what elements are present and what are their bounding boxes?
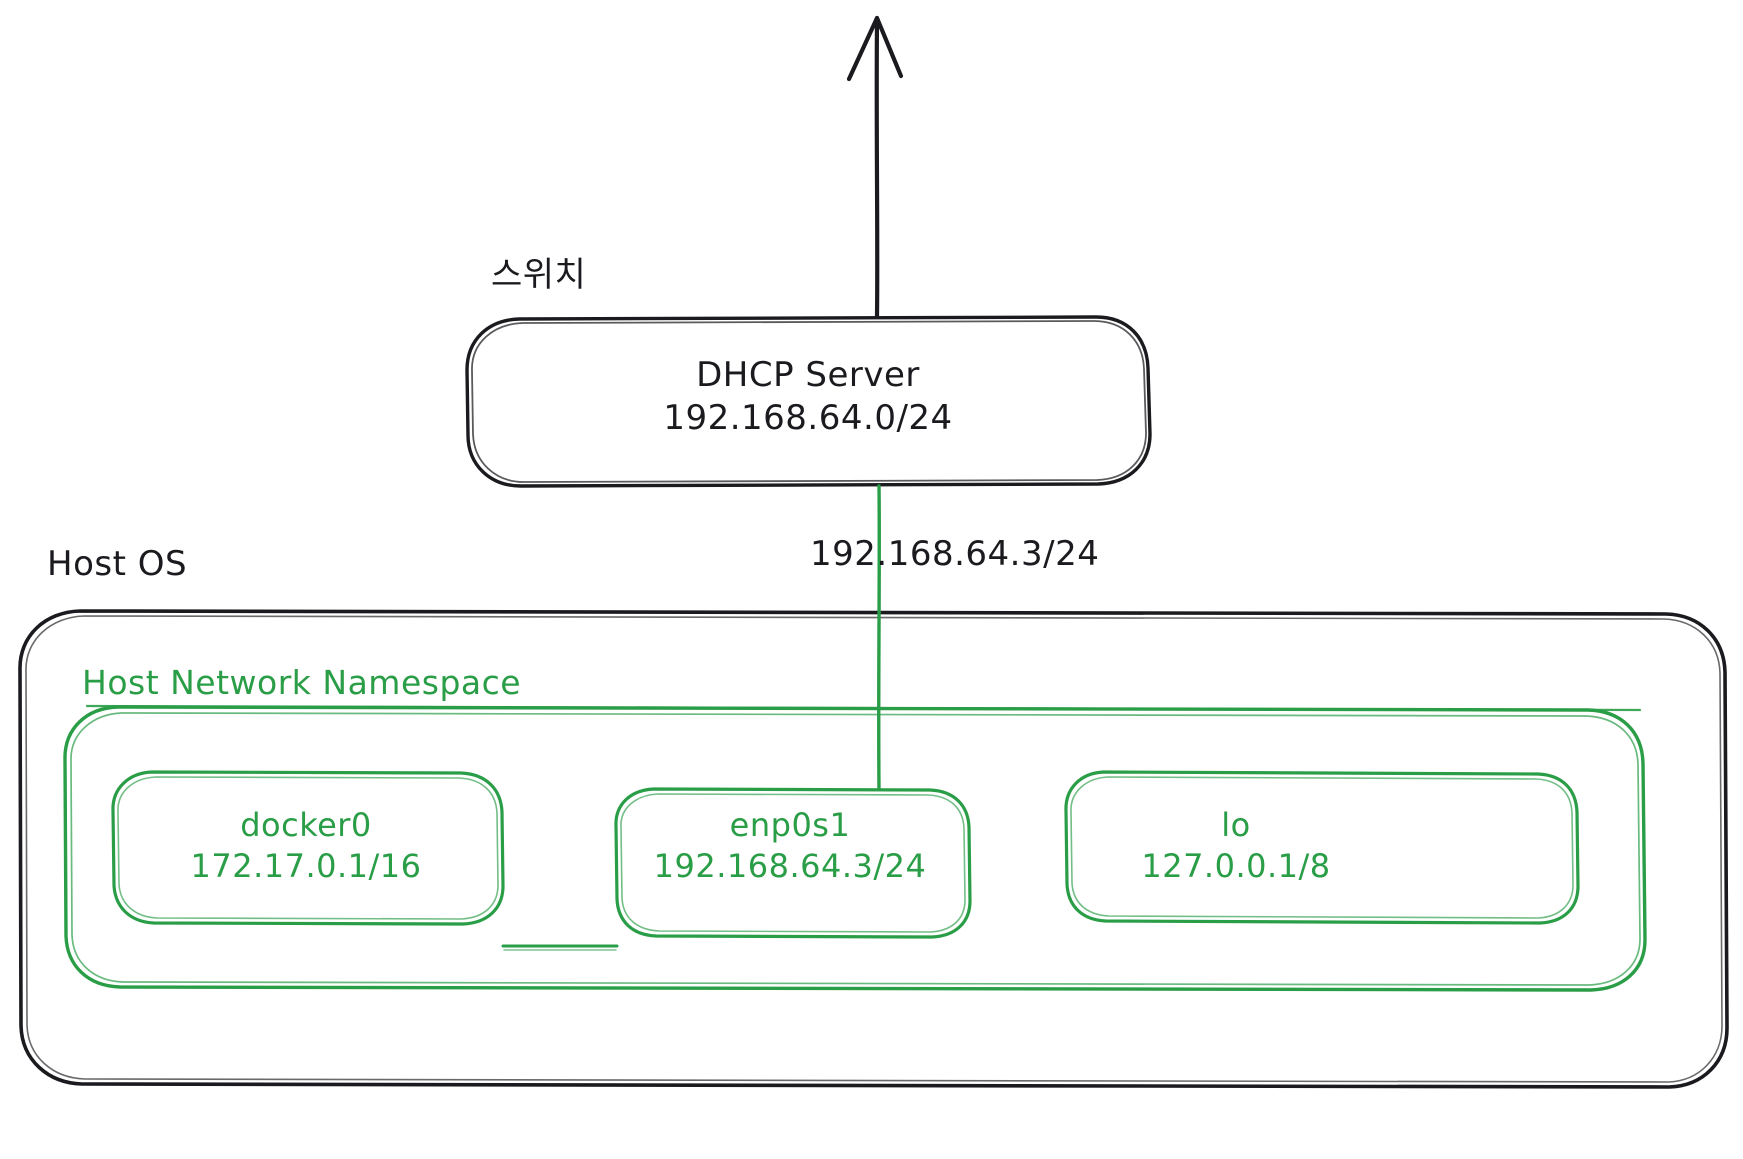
interface-name-enp0s1: enp0s1 xyxy=(729,806,851,844)
enp0s1-uplink-line xyxy=(877,484,881,790)
host-os-box[interactable] xyxy=(18,609,1729,1089)
dhcp-server-cidr: 192.168.64.0/24 xyxy=(663,398,953,438)
interface-name-lo: lo xyxy=(1221,806,1251,844)
interface-name-docker0: docker0 xyxy=(240,806,372,844)
dhcp-server-box[interactable] xyxy=(465,315,1152,488)
interface-box-docker0[interactable] xyxy=(111,770,505,926)
host-network-namespace-label: Host Network Namespace xyxy=(82,663,522,702)
host-network-namespace-box[interactable] xyxy=(63,705,1647,992)
namespace-label-underline xyxy=(85,704,1642,712)
uplink-ip-label: 192.168.64.3/24 xyxy=(810,534,1100,574)
host-os-label: Host OS xyxy=(47,544,188,584)
interface-cidr-enp0s1: 192.168.64.3/24 xyxy=(653,847,927,885)
interface-cidr-lo: 127.0.0.1/8 xyxy=(1141,847,1331,885)
uplink-arrow xyxy=(846,15,904,319)
interface-box-enp0s1[interactable] xyxy=(614,787,972,939)
switch-label: 스위치 xyxy=(491,255,587,295)
docker0-enp0s1-link xyxy=(501,944,619,951)
interface-box-lo[interactable] xyxy=(1064,770,1580,925)
dhcp-server-name: DHCP Server xyxy=(696,355,920,395)
interface-cidr-docker0: 172.17.0.1/16 xyxy=(190,847,422,885)
